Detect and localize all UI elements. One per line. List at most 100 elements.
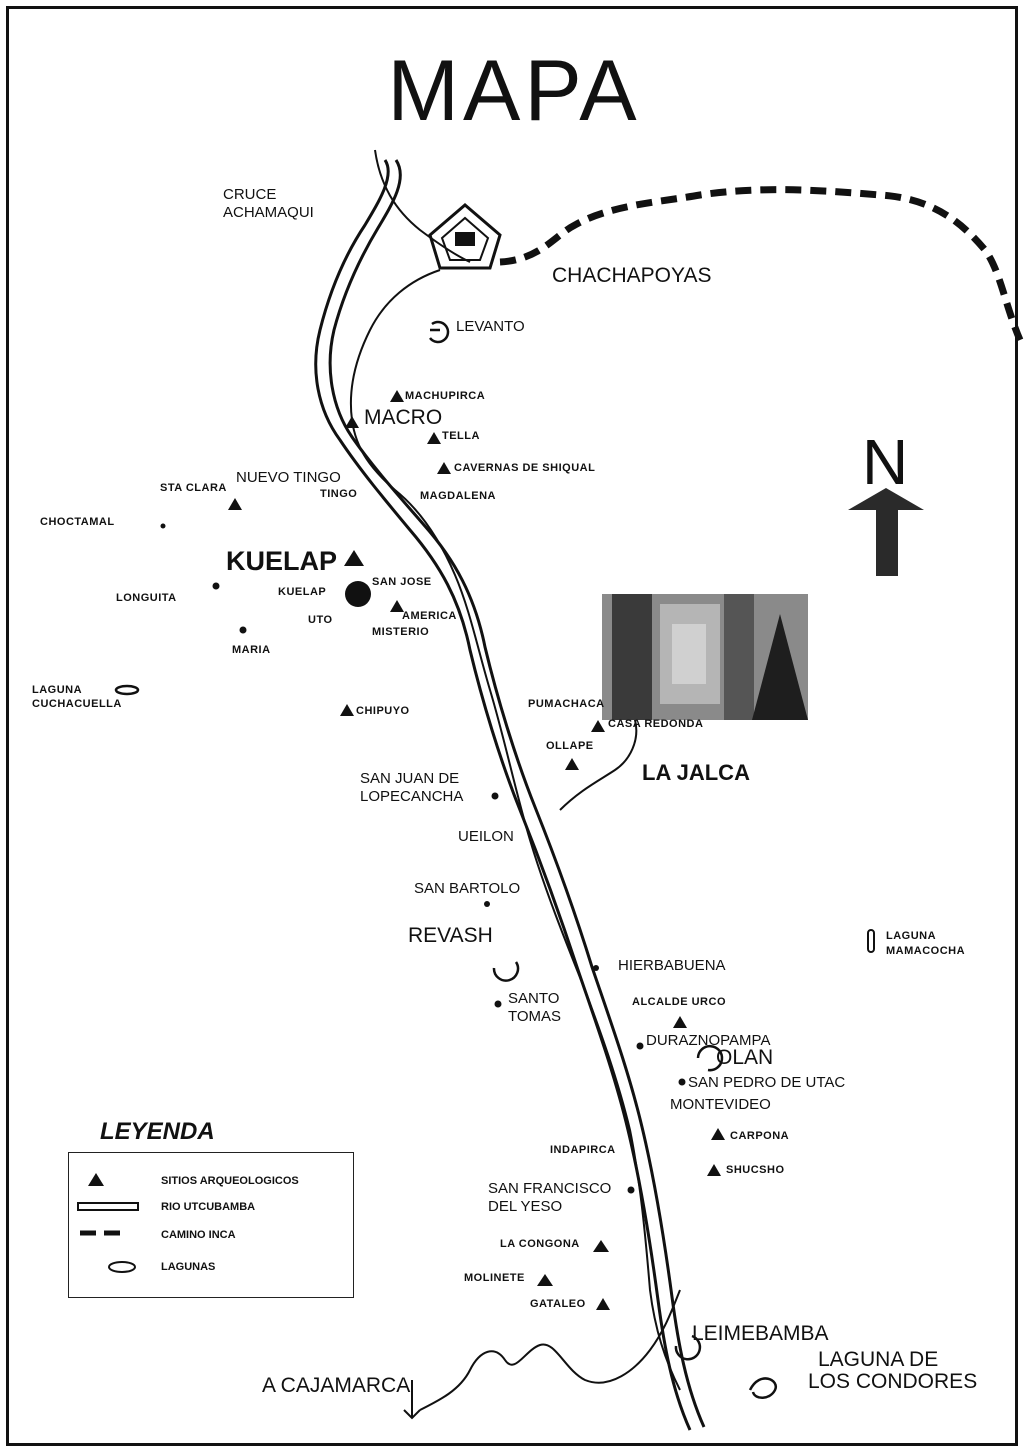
north-label: N	[862, 426, 909, 498]
label-longuita: LONGUITA	[116, 592, 177, 604]
legend-item-river: RIO UTCUBAMBA	[161, 1201, 256, 1213]
legend-item-sites: SITIOS ARQUEOLOGICOS	[161, 1175, 299, 1187]
site-machupirca	[390, 390, 404, 402]
map-title: MAPA	[387, 43, 641, 139]
label-leimebamba: LEIMEBAMBA	[692, 1322, 829, 1345]
site-macro	[345, 416, 359, 428]
label-laguna-condores-2: LOS CONDORES	[808, 1370, 978, 1393]
label-montevideo: MONTEVIDEO	[670, 1096, 771, 1113]
label-magdalena: MAGDALENA	[420, 490, 496, 502]
label-san-juan-2: LOPECANCHA	[360, 788, 464, 805]
legend-symbols	[77, 1173, 139, 1273]
label-levanto: LEVANTO	[456, 318, 525, 335]
label-america: AMERICA	[402, 610, 457, 622]
label-maria: MARIA	[232, 644, 271, 656]
map-frame	[6, 6, 1018, 1446]
label-macro: MACRO	[364, 406, 443, 429]
site-gataleo	[596, 1298, 610, 1310]
site-la-congona	[593, 1240, 609, 1252]
label-laguna-cuchacuella-2: CUCHACUELLA	[32, 698, 122, 710]
chachapoyas-symbol	[428, 203, 502, 270]
label-chachapoyas: CHACHAPOYAS	[552, 264, 712, 287]
town-dots	[160, 523, 686, 1194]
legend-title: LEYENDA	[100, 1118, 215, 1145]
kuelap-marker	[345, 581, 371, 607]
label-laguna-condores-1: LAGUNA DE	[818, 1348, 939, 1371]
legend-item-lagoons: LAGUNAS	[161, 1261, 216, 1273]
label-misterio: MISTERIO	[372, 626, 430, 638]
site-stacl	[228, 498, 242, 510]
label-cavernas: CAVERNAS DE SHIQUAL	[454, 462, 596, 474]
label-casa-redonda: CASA REDONDA	[608, 718, 704, 730]
label-duraznopampa: DURAZNOPAMPA	[646, 1032, 771, 1049]
olan-icon	[696, 1044, 724, 1072]
road-path	[349, 269, 681, 1391]
label-carpona: CARPONA	[730, 1130, 790, 1142]
label-alcalde-urco: ALCALDE URCO	[632, 996, 726, 1008]
label-cruce: CRUCE	[223, 186, 277, 203]
label-ollape: OLLAPE	[546, 740, 594, 752]
river-utcubamba-outer	[314, 159, 692, 1431]
label-ueilon: UEILON	[458, 828, 514, 845]
label-san-pedro: SAN PEDRO DE UTAC	[688, 1074, 846, 1091]
site-kuelap	[344, 550, 364, 566]
legend-item-inca-trail: CAMINO INCA	[161, 1229, 236, 1241]
site-shucsho	[707, 1164, 721, 1176]
label-kuelap-main: KUELAP	[226, 546, 338, 576]
label-santo-tomas-1: SANTO	[508, 990, 560, 1007]
site-ollape	[565, 758, 579, 770]
label-machupirca: MACHUPIRCA	[405, 390, 486, 402]
inca-trail-path	[499, 186, 1024, 342]
label-olan: OLAN	[716, 1046, 774, 1069]
label-shucsho: SHUCSHO	[726, 1164, 785, 1176]
mountain-line	[419, 1289, 681, 1411]
lagoon-cuchacuella-icon	[114, 684, 140, 696]
label-laguna-mamacocha-1: LAGUNA	[886, 930, 937, 942]
river-utcubamba-inner	[328, 159, 706, 1428]
label-san-francisco-2: DEL YESO	[488, 1198, 563, 1215]
label-a-cajamarca: A CAJAMARCA	[262, 1374, 411, 1397]
kuelap-photo-image	[602, 594, 808, 720]
label-uso: UTO	[308, 614, 333, 626]
label-san-juan-1: SAN JUAN DE	[360, 770, 460, 787]
label-san-bartolo: SAN BARTOLO	[414, 880, 521, 897]
label-kuelap-town: KUELAP	[278, 586, 327, 598]
label-achamaqui: ACHAMAQUI	[223, 204, 314, 221]
laguna-condores-icon	[748, 1377, 777, 1399]
label-molinete: MOLINETE	[464, 1272, 525, 1284]
label-la-jalca: LA JALCA	[642, 760, 750, 785]
label-sta-clara: STA CLARA	[160, 482, 227, 494]
label-tingo: TINGO	[320, 488, 358, 500]
site-carpona	[711, 1128, 725, 1140]
site-molinete	[537, 1274, 553, 1286]
archaeological-sites	[228, 390, 725, 1310]
label-revash: REVASH	[408, 924, 493, 947]
label-nuevo-tingo: NUEVO TINGO	[236, 469, 341, 486]
site-chipuyo	[340, 704, 354, 716]
label-chipuyo: CHIPUYO	[356, 705, 410, 717]
spiral-symbols	[429, 320, 777, 1399]
label-laguna-mamacocha-2: MAMACOCHA	[886, 945, 966, 957]
label-la-congona: LA CONGONA	[500, 1238, 580, 1250]
photo-inset	[602, 594, 808, 720]
site-tella	[427, 432, 441, 444]
label-indapirca: INDAPIRCA	[550, 1144, 616, 1156]
label-laguna-cuchacuella-1: LAGUNA	[32, 684, 83, 696]
site-cavernas	[437, 462, 451, 474]
levanto-icon	[429, 320, 450, 344]
lagoon-mamacocha-icon	[867, 929, 875, 953]
site-alcalde-urco	[673, 1016, 687, 1028]
label-santo-tomas-2: TOMAS	[508, 1008, 562, 1025]
north-arrow-icon	[848, 488, 924, 576]
label-san-francisco-1: SAN FRANCISCO	[488, 1180, 612, 1197]
legend-box: SITIOS ARQUEOLOGICOS RIO UTCUBAMBA CAMIN…	[68, 1152, 354, 1298]
label-pumachaca: PUMACHACA	[528, 698, 605, 710]
label-gataleo: GATALEO	[530, 1298, 586, 1310]
label-choctamal: CHOCTAMAL	[40, 516, 115, 528]
leimebamba-icon	[674, 1334, 702, 1361]
site-casa-redonda	[591, 720, 605, 732]
label-tella: TELLA	[442, 430, 480, 442]
label-san-jose: SAN JOSE	[372, 576, 432, 588]
site-america	[390, 600, 404, 612]
